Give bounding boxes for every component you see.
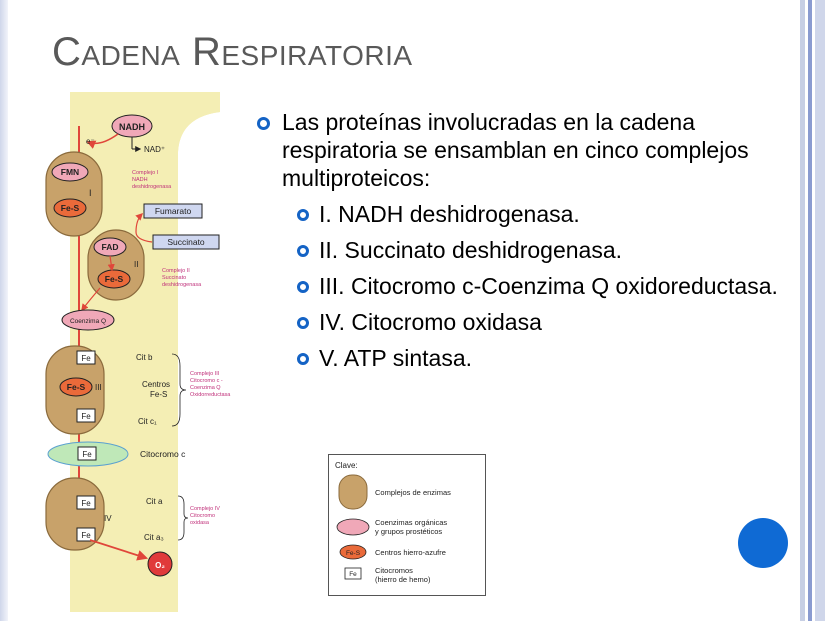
decorative-blue-circle (738, 518, 788, 568)
svg-text:Fe-S: Fe-S (61, 203, 80, 213)
svg-text:Succinato: Succinato (162, 275, 186, 281)
svg-text:Coenzima Q: Coenzima Q (190, 385, 221, 391)
fumarato-box (143, 203, 203, 219)
sub-bullet: V. ATP sintasa. (297, 344, 797, 372)
svg-text:Fe-S: Fe-S (150, 390, 167, 399)
svg-text:Fe-S: Fe-S (105, 274, 124, 284)
svg-text:Cit a: Cit a (146, 497, 163, 506)
sub-bullet-text: V. ATP sintasa. (319, 345, 473, 371)
svg-text:Fe-S: Fe-S (67, 382, 86, 392)
bullet-circle-icon (297, 209, 309, 221)
legend-box: Clave: Complejos de enzimas Coenzimas or… (328, 454, 486, 596)
svg-text:oxidasa: oxidasa (190, 520, 210, 526)
fe-s-node-i (53, 198, 87, 218)
main-bullet-text: Las proteínas involucradas en la cadena … (282, 109, 749, 191)
svg-text:II: II (134, 260, 138, 269)
svg-text:Citocromos: Citocromos (375, 566, 413, 575)
svg-text:Citocromo c -: Citocromo c - (190, 378, 223, 384)
svg-text:Citocromo: Citocromo (190, 513, 215, 519)
svg-text:deshidrogenasa: deshidrogenasa (132, 184, 172, 190)
svg-text:y grupos prostéticos: y grupos prostéticos (375, 527, 442, 536)
svg-text:Succinato: Succinato (167, 237, 205, 247)
sub-bullet-text: III. Citocromo c-Coenzima Q oxidoreducta… (319, 273, 778, 299)
svg-text:Fe: Fe (81, 531, 91, 540)
svg-text:Coenzimas orgánicas: Coenzimas orgánicas (375, 518, 447, 527)
svg-text:Clave:: Clave: (335, 461, 358, 470)
svg-text:Cit b: Cit b (136, 353, 153, 362)
svg-text:Coenzima Q: Coenzima Q (70, 318, 106, 325)
o2-node (147, 551, 173, 577)
sub-bullet: II. Succinato deshidrogenasa. (297, 236, 797, 264)
svg-text:FMN: FMN (61, 167, 79, 177)
svg-text:Fe: Fe (82, 450, 92, 459)
bullet-circle-icon (297, 353, 309, 365)
svg-text:Citocromo c: Citocromo c (140, 449, 186, 459)
svg-text:Complejo I: Complejo I (132, 170, 159, 176)
svg-text:Complejos de enzimas: Complejos de enzimas (375, 488, 451, 497)
sub-bullet-text: II. Succinato deshidrogenasa. (319, 237, 623, 263)
svg-text:O₂: O₂ (155, 561, 165, 570)
membrane-band (70, 92, 220, 612)
sub-bullet-text: IV. Citocromo oxidasa (319, 309, 542, 335)
fe-s-node-iii (59, 377, 93, 397)
right-border-decoration (796, 0, 828, 621)
respiratory-chain-diagram: NADH NAD⁺ e⁻ FMN I Fe-S Complejo I NADH … (45, 92, 231, 612)
fmn-node (51, 162, 89, 182)
legend-iron-sulfur-icon (339, 544, 367, 560)
left-border-decoration (0, 0, 8, 621)
svg-text:Centros: Centros (142, 380, 170, 389)
sub-bullet-list: I. NADH deshidrogenasa. II. Succinato de… (257, 200, 797, 372)
svg-text:Fe: Fe (81, 354, 91, 363)
bullet-circle-icon (297, 245, 309, 257)
svg-text:Complejo IV: Complejo IV (190, 506, 220, 512)
bullet-list: Las proteínas involucradas en la cadena … (257, 108, 797, 372)
electron-label: e⁻ (86, 137, 95, 146)
svg-text:Fe: Fe (81, 412, 91, 421)
sub-bullet: III. Citocromo c-Coenzima Q oxidoreducta… (297, 272, 797, 300)
svg-text:Fe: Fe (81, 499, 91, 508)
nadh-label: NADH (119, 122, 145, 132)
svg-text:(hierro de hemo): (hierro de hemo) (375, 575, 431, 584)
bullet-circle-icon (297, 317, 309, 329)
svg-text:Complejo II: Complejo II (162, 268, 190, 274)
coenzima-q-node (61, 309, 115, 331)
legend-complex-icon (338, 474, 368, 510)
main-bullet: Las proteínas involucradas en la cadena … (257, 108, 797, 192)
svg-text:deshidrogenasa: deshidrogenasa (162, 282, 202, 288)
nad-plus-label: NAD⁺ (144, 145, 165, 154)
svg-text:FAD: FAD (102, 242, 119, 252)
slide-title: Cadena Respiratoria (52, 30, 413, 74)
svg-text:Cit a₃: Cit a₃ (144, 533, 164, 542)
svg-text:III: III (95, 383, 102, 392)
svg-text:Fe: Fe (349, 571, 357, 578)
bullet-circle-icon (257, 117, 270, 130)
sub-bullet-text: I. NADH deshidrogenasa. (319, 201, 580, 227)
legend-coenzyme-icon (336, 518, 370, 536)
svg-text:Complejo III: Complejo III (190, 371, 220, 377)
succinato-box (152, 234, 220, 250)
bullet-circle-icon (297, 281, 309, 293)
svg-text:I: I (89, 188, 92, 198)
svg-text:Fumarato: Fumarato (155, 206, 192, 216)
sub-bullet: I. NADH deshidrogenasa. (297, 200, 797, 228)
svg-text:Centros hierro-azufre: Centros hierro-azufre (375, 548, 446, 557)
svg-text:Cit c₁: Cit c₁ (138, 417, 157, 426)
legend-cytochrome-icon (344, 567, 362, 580)
svg-text:NADH: NADH (132, 177, 148, 183)
svg-text:IV: IV (104, 514, 112, 523)
sub-bullet: IV. Citocromo oxidasa (297, 308, 797, 336)
svg-text:Fe-S: Fe-S (346, 550, 361, 557)
svg-text:Oxidorreductasa: Oxidorreductasa (190, 392, 231, 398)
